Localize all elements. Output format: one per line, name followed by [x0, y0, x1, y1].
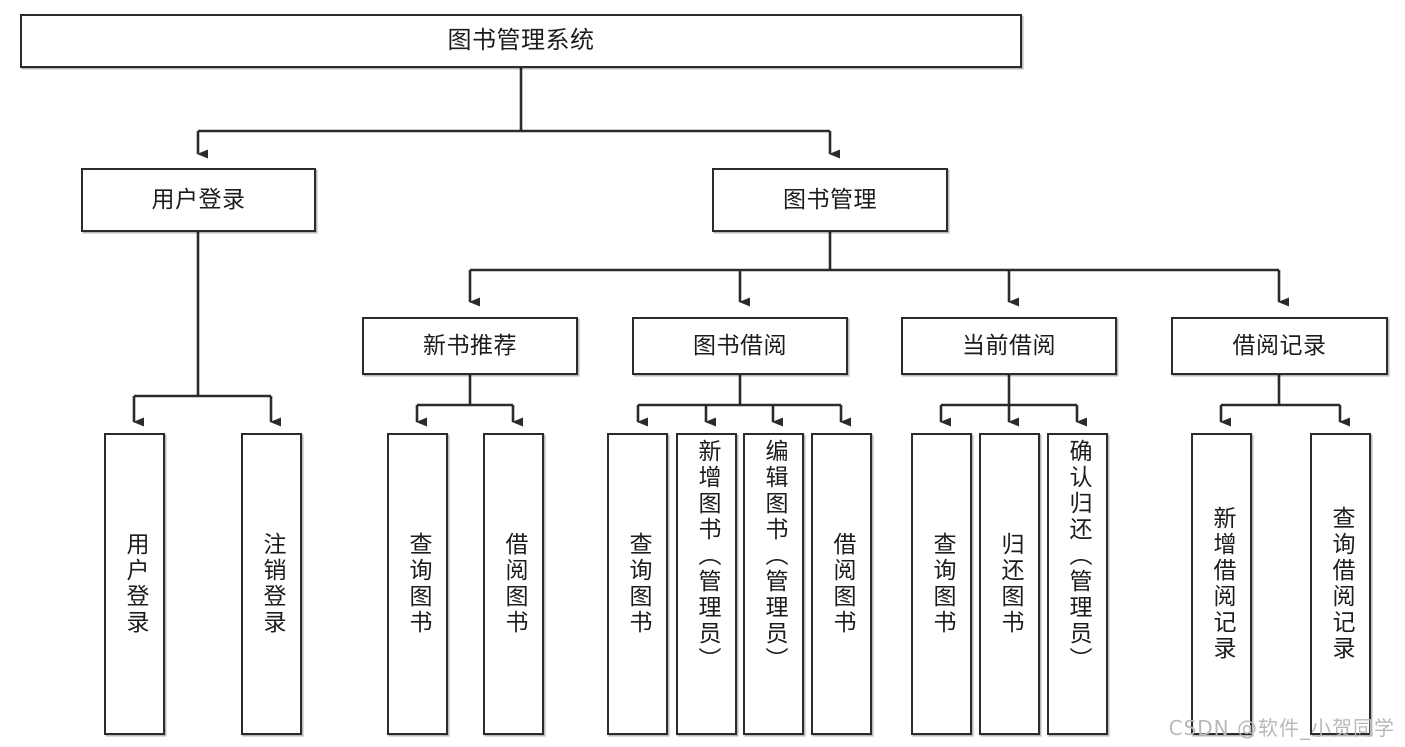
node-label: 确认归还（管理员）	[1065, 439, 1091, 673]
leaf-query-book-current[interactable]: 查询图书	[911, 433, 972, 735]
leaf-add-borrow-record[interactable]: 新增借阅记录	[1191, 433, 1252, 735]
leaf-logout[interactable]: 注销登录	[241, 433, 302, 735]
leaf-user-login[interactable]: 用户登录	[104, 433, 165, 735]
node-label: 新增借阅记录	[1209, 506, 1235, 662]
csdn-watermark: CSDN @软件_小贺同学	[1168, 716, 1395, 740]
node-label: 查询借阅记录	[1328, 506, 1354, 662]
node-label: 编辑图书（管理员）	[761, 439, 787, 673]
node-label: 查询图书	[405, 532, 431, 636]
leaf-query-book-recommend[interactable]: 查询图书	[387, 433, 448, 735]
node-label: 新增图书（管理员）	[694, 439, 720, 673]
leaf-return-book[interactable]: 归还图书	[979, 433, 1040, 735]
leaf-edit-book-admin[interactable]: 编辑图书（管理员）	[743, 433, 804, 735]
node-label: 图书管理	[783, 186, 877, 213]
node-label: 查询图书	[929, 532, 955, 636]
node-label: 当前借阅	[962, 332, 1056, 359]
node-label: 用户登录	[122, 532, 148, 636]
node-label: 借阅图书	[829, 532, 855, 636]
node-label: 归还图书	[997, 532, 1023, 636]
node-label: 注销登录	[259, 532, 285, 636]
leaf-borrow-book[interactable]: 借阅图书	[811, 433, 872, 735]
leaf-query-book-borrow[interactable]: 查询图书	[607, 433, 668, 735]
node-borrow-record[interactable]: 借阅记录	[1171, 317, 1388, 375]
node-root-system[interactable]: 图书管理系统	[20, 14, 1022, 68]
node-label: 图书管理系统	[447, 26, 595, 55]
node-label: 图书借阅	[693, 332, 787, 359]
node-current-borrow[interactable]: 当前借阅	[901, 317, 1117, 375]
leaf-confirm-return-admin[interactable]: 确认归还（管理员）	[1047, 433, 1108, 735]
node-label: 用户登录	[151, 186, 246, 213]
node-user-login[interactable]: 用户登录	[81, 168, 316, 232]
node-book-borrow[interactable]: 图书借阅	[632, 317, 848, 375]
leaf-query-borrow-record[interactable]: 查询借阅记录	[1310, 433, 1371, 735]
leaf-borrow-book-recommend[interactable]: 借阅图书	[483, 433, 544, 735]
leaf-add-book-admin[interactable]: 新增图书（管理员）	[676, 433, 737, 735]
node-book-management[interactable]: 图书管理	[712, 168, 948, 232]
node-label: 新书推荐	[423, 332, 517, 359]
node-label: 借阅图书	[501, 532, 527, 636]
node-label: 借阅记录	[1232, 332, 1327, 359]
node-new-book-recommend[interactable]: 新书推荐	[362, 317, 578, 375]
node-label: 查询图书	[625, 532, 651, 636]
